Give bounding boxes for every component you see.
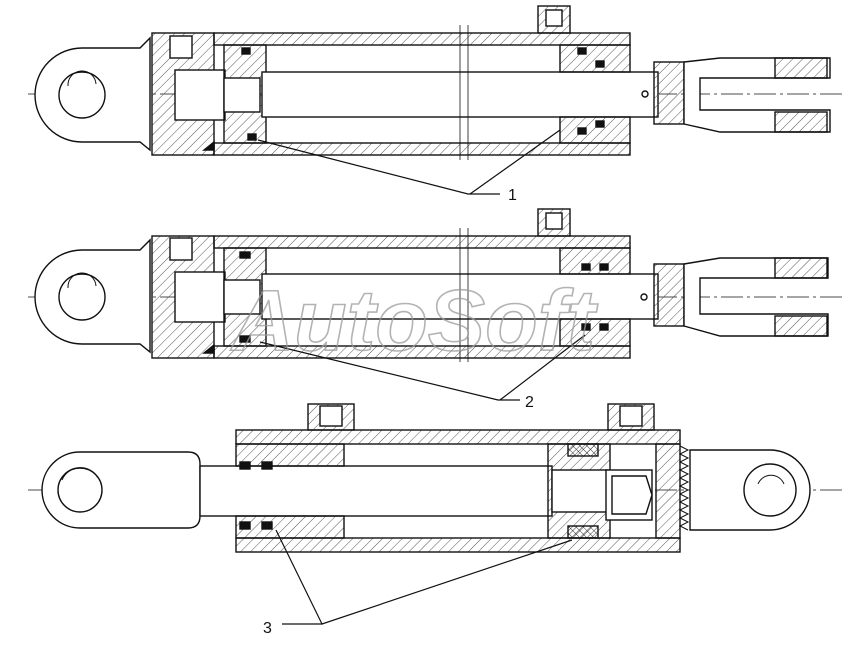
cylinder-1	[28, 5, 845, 160]
cylinder-3	[28, 403, 845, 553]
seal	[595, 120, 605, 128]
leader-2	[259, 341, 520, 401]
leader-2b	[499, 334, 586, 401]
leader-lines	[257, 129, 586, 625]
leader-1b	[469, 129, 561, 195]
seal	[239, 461, 251, 470]
barrel-top-wall	[213, 32, 631, 46]
seal	[577, 127, 587, 135]
seal	[567, 443, 599, 457]
seal	[567, 525, 599, 539]
seal	[577, 47, 587, 55]
barrel-top-wall	[235, 429, 681, 445]
seal	[261, 461, 273, 470]
thread	[678, 445, 690, 531]
rod-gland	[235, 443, 345, 467]
rod-gland	[559, 44, 631, 73]
seal	[595, 60, 605, 68]
seal	[241, 47, 251, 55]
rod-clevis	[653, 263, 685, 327]
eye-bore	[743, 463, 797, 517]
barrel-top-wall	[213, 235, 631, 249]
seal	[239, 335, 251, 343]
seal	[261, 521, 273, 530]
rod-gland	[559, 247, 631, 275]
callout-3: 3	[263, 620, 272, 637]
leader-3b	[321, 539, 573, 625]
seal	[581, 263, 591, 271]
callout-2: 2	[525, 394, 534, 411]
seal	[247, 133, 257, 141]
rear-cap	[655, 443, 681, 539]
rod-clevis	[653, 61, 685, 125]
seal	[239, 251, 251, 259]
seal	[599, 263, 609, 271]
cylinder-2	[28, 208, 845, 362]
seal	[239, 521, 251, 530]
leader-1	[257, 139, 500, 195]
callout-1: 1	[508, 187, 517, 204]
barrel-bottom-wall	[235, 537, 681, 553]
eye-bore	[58, 71, 106, 119]
eye-bore	[58, 273, 106, 321]
seal	[581, 323, 591, 331]
piston-rod	[199, 465, 553, 517]
watermark: AutoSoft	[230, 273, 598, 369]
seal	[599, 323, 609, 331]
